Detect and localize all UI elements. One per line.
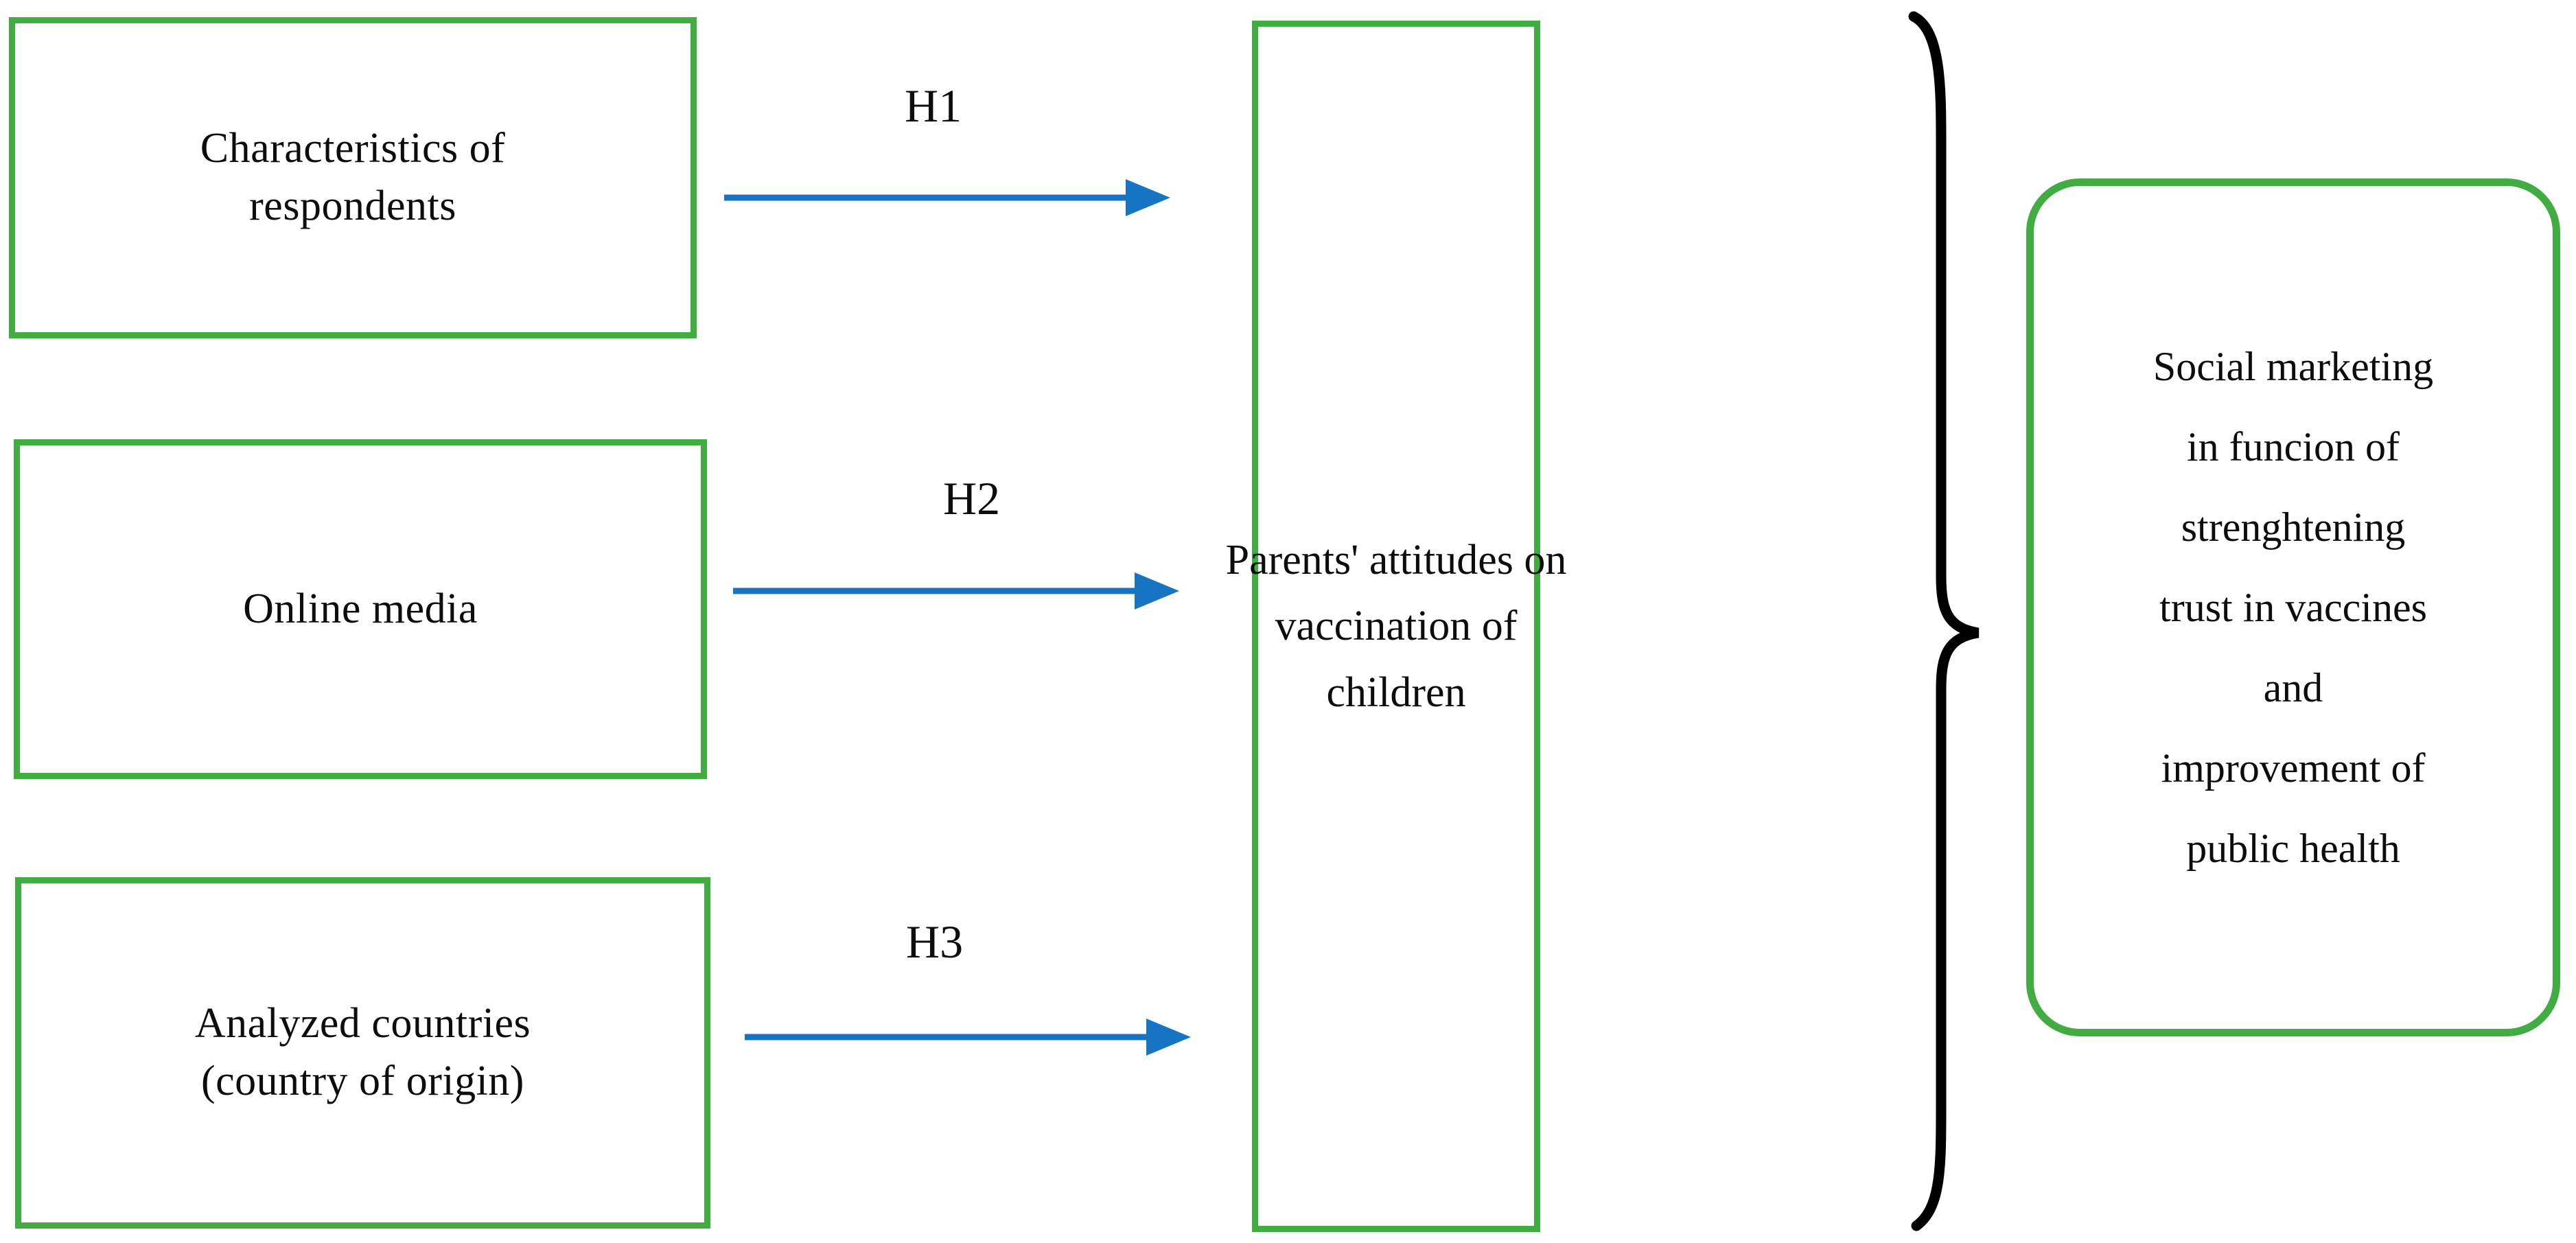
box-analyzed-countries-line-2: (country of origin) (201, 1058, 524, 1104)
box-parents-attitudes-line-3: children (1326, 669, 1466, 716)
outcome-line-2: in funcion of (2187, 423, 2400, 469)
box-parents-attitudes-label: Parents' attitudes on vaccination of chi… (1214, 527, 1579, 725)
hypothesis-label-h1: H1 (905, 80, 962, 132)
arrow-h2 (733, 572, 1179, 609)
box-parents-attitudes-line-2: vaccination of (1275, 603, 1518, 650)
box-characteristics-label: Characteristics of respondents (173, 120, 533, 235)
outcome-line-7: public health (2186, 825, 2400, 871)
outcome-line-3: strenghtening (2181, 504, 2406, 550)
hypothesis-label-h3: H3 (906, 916, 964, 968)
box-characteristics-line-1: Characteristics of (200, 125, 506, 172)
box-online-media: Online media (14, 439, 707, 779)
box-social-marketing-outcome-label: Social marketing in funcion of strenghte… (2123, 327, 2463, 889)
box-parents-attitudes: Parents' attitudes on vaccination of chi… (1226, 21, 1566, 1232)
box-social-marketing-outcome: Social marketing in funcion of strenghte… (2026, 178, 2560, 1036)
outcome-line-4: trust in vaccines (2159, 584, 2427, 630)
box-online-media-line-1: Online media (243, 585, 478, 632)
outcome-line-5: and (2263, 664, 2323, 710)
box-characteristics-line-2: respondents (249, 183, 456, 229)
outcome-line-1: Social marketing (2153, 343, 2434, 389)
box-analyzed-countries-line-1: Analyzed countries (194, 1000, 531, 1047)
box-online-media-label: Online media (216, 581, 505, 638)
arrow-h1 (724, 179, 1170, 216)
curly-brace-icon (1908, 11, 1980, 1231)
hypothesis-label-h2: H2 (943, 472, 1001, 524)
outcome-line-6: improvement of (2161, 745, 2426, 791)
box-characteristics-of-respondents: Characteristics of respondents (9, 17, 697, 338)
arrow-h3 (745, 1019, 1191, 1056)
box-analyzed-countries-label: Analyzed countries (country of origin) (167, 995, 558, 1110)
box-parents-attitudes-line-1: Parents' attitudes on (1225, 537, 1567, 584)
box-analyzed-countries: Analyzed countries (country of origin) (15, 877, 710, 1229)
